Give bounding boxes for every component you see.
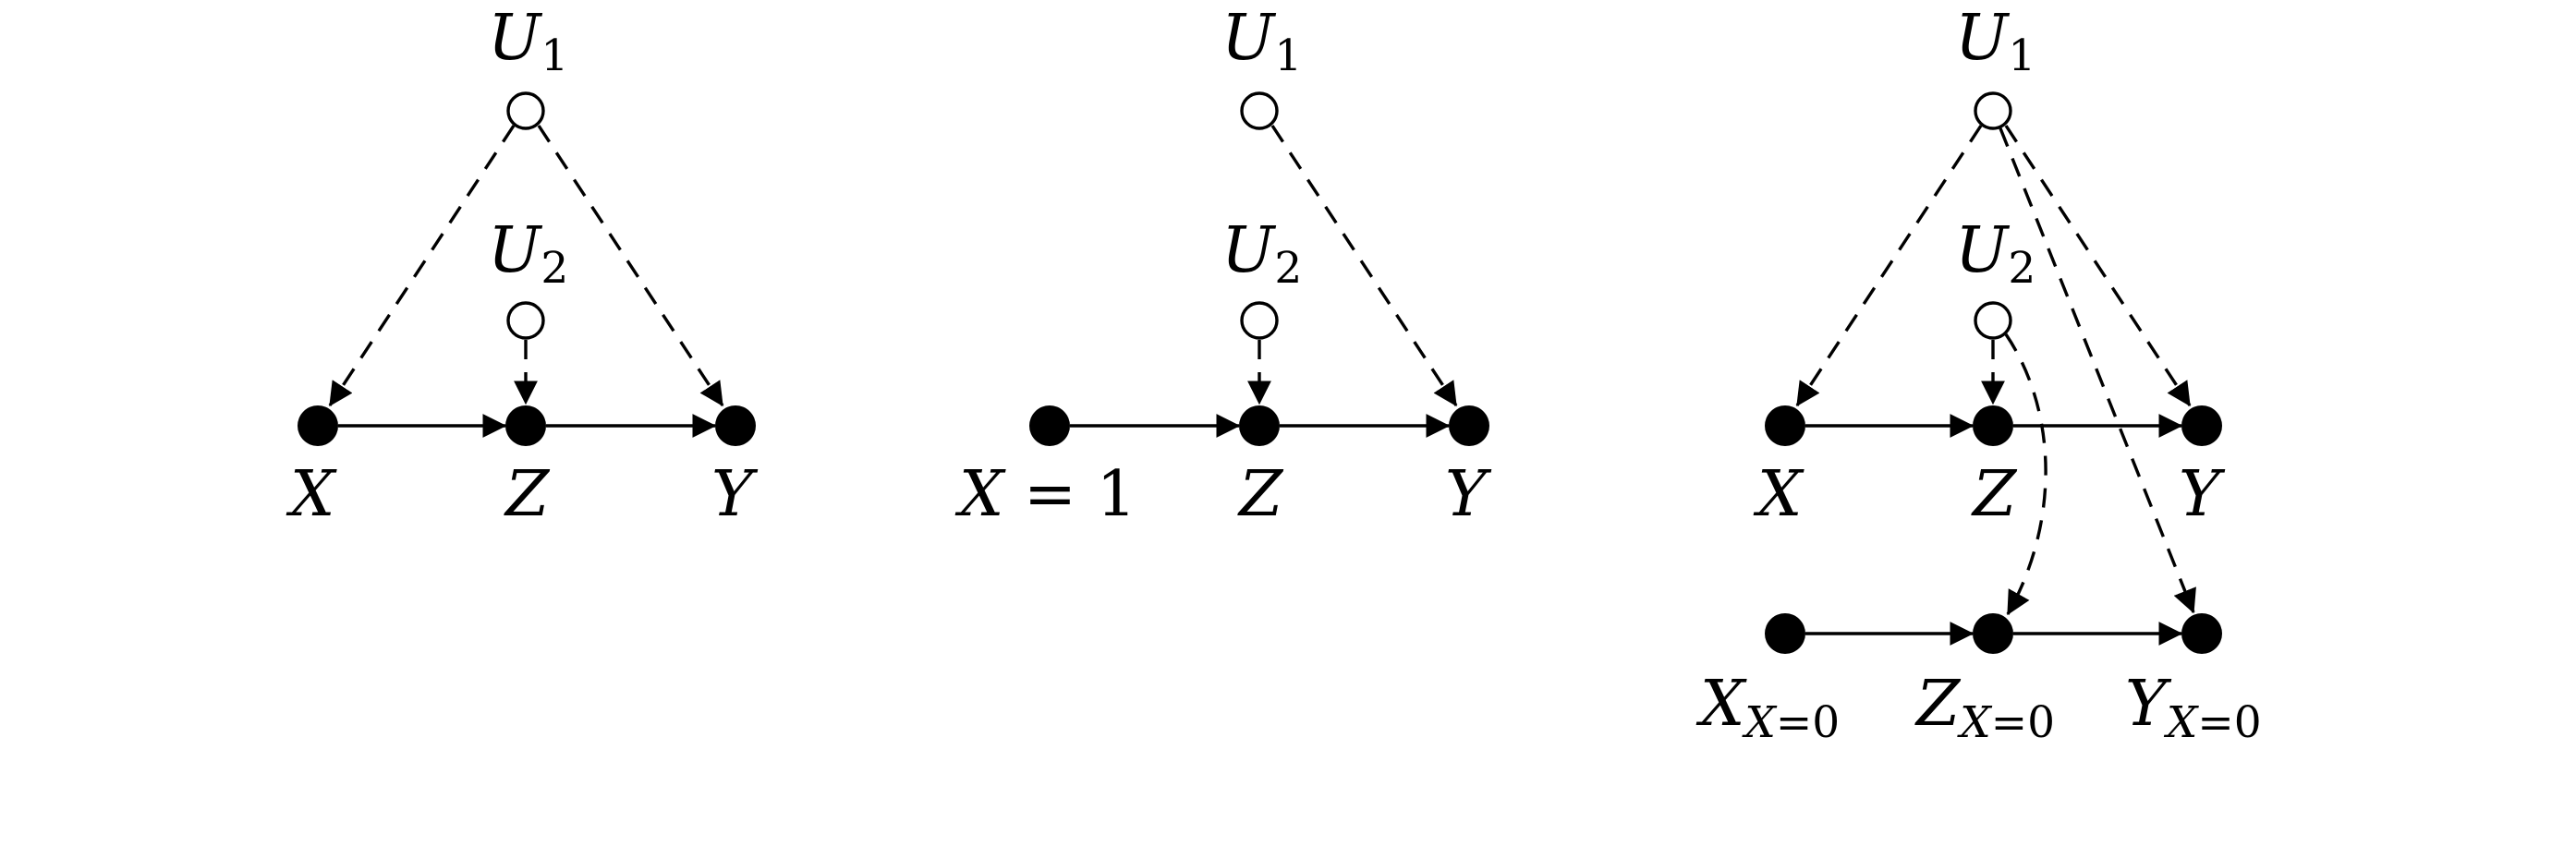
edge-u1-y <box>2004 125 2192 407</box>
edge-u1-y <box>537 125 724 407</box>
edge-u1-y <box>1270 125 1458 407</box>
label-u1: U1 <box>1221 2 1302 81</box>
node-u1 <box>1974 91 2012 130</box>
label-u1: U1 <box>1955 2 2035 81</box>
label-u2: U2 <box>1955 214 2035 294</box>
node-z0 <box>1973 613 2013 654</box>
label-y: Y <box>1445 458 1492 531</box>
node-u2 <box>1240 301 1279 340</box>
label-x: X <box>1753 458 1804 531</box>
node-u1 <box>506 91 545 130</box>
label-x: X <box>286 458 337 531</box>
edge-u1-x <box>328 125 516 407</box>
node-y <box>1449 405 1489 446</box>
label-y: Y <box>2179 458 2226 531</box>
node-y <box>2181 405 2222 446</box>
label-z: Z <box>504 458 551 531</box>
label-u2: U2 <box>488 214 568 294</box>
label-u1: U1 <box>488 2 568 81</box>
label-x0: XX=0 <box>1695 668 1840 748</box>
edge-u2-z0 <box>2004 333 2047 616</box>
node-z <box>505 405 546 446</box>
node-x <box>298 405 338 446</box>
label-z: Z <box>1971 458 2018 531</box>
node-z <box>1239 405 1280 446</box>
node-u2 <box>1974 301 2012 340</box>
label-z: Z <box>1237 458 1284 531</box>
edge-u1-y0 <box>1999 127 2196 614</box>
diagram-2: U1 U2 X = 1 Z Y <box>954 2 1492 531</box>
node-y0 <box>2181 613 2222 654</box>
node-u2 <box>506 301 545 340</box>
node-x0 <box>1765 613 1805 654</box>
label-z0: ZX=0 <box>1914 668 2055 748</box>
diagram-3: U1 U2 X Z Y XX=0 ZX=0 YX=0 <box>1695 2 2262 748</box>
node-z <box>1973 405 2013 446</box>
node-y <box>715 405 756 446</box>
label-y: Y <box>711 458 759 531</box>
label-y0: YX=0 <box>2125 668 2262 748</box>
node-u1 <box>1240 91 1279 130</box>
diagram-1: U1 U2 X Z Y <box>286 2 759 531</box>
label-x: X = 1 <box>954 458 1136 531</box>
node-x <box>1765 405 1805 446</box>
node-x <box>1029 405 1070 446</box>
edge-u1-x <box>1795 125 1983 407</box>
label-u2: U2 <box>1221 214 1302 294</box>
